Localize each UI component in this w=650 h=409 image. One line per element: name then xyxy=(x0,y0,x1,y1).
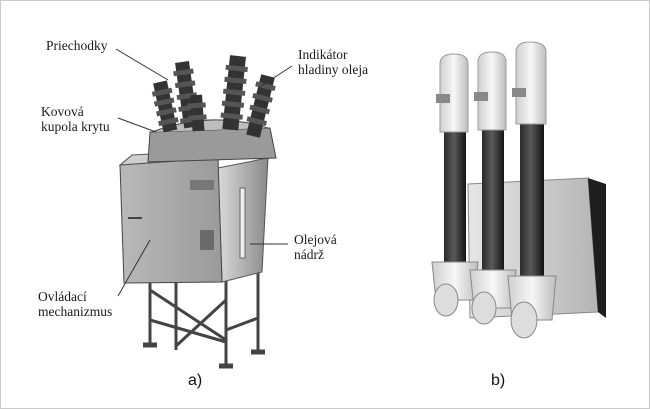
label-oil-tank-line2: nádrž xyxy=(294,247,324,262)
bushings xyxy=(151,55,276,138)
label-oil-level-indicator-line1: Indikátor xyxy=(298,47,348,62)
label-oil-level-indicator-line2: hladiny oleja xyxy=(298,62,369,77)
label-metal-cover-dome: Kovová kupola krytu xyxy=(41,104,110,134)
support-frame xyxy=(143,258,265,369)
label-bushings: Priechodky xyxy=(46,38,108,53)
label-oil-tank: Olejová nádrž xyxy=(294,232,337,262)
label-operating-mechanism-line1: Ovládací xyxy=(38,289,87,304)
label-oil-tank-line1: Olejová xyxy=(294,232,337,247)
oil-circuit-breaker-drawing xyxy=(115,48,293,369)
pole-2 xyxy=(469,51,517,325)
oil-level-gauge xyxy=(239,187,246,259)
mechanism-box xyxy=(119,157,223,284)
label-oil-level-indicator: Indikátor hladiny oleja xyxy=(298,47,368,77)
label-metal-cover-dome-line2: kupola krytu xyxy=(41,119,110,134)
vacuum-circuit-breaker-drawing xyxy=(431,41,606,339)
pole-3 xyxy=(507,41,557,339)
leader-lines xyxy=(115,48,293,297)
caption-panel-b: b) xyxy=(491,372,506,389)
pole-1 xyxy=(431,53,479,317)
caption-panel-a: a) xyxy=(188,372,203,389)
label-metal-cover-dome-line1: Kovová xyxy=(41,104,84,119)
label-operating-mechanism: Ovládací mechanizmus xyxy=(38,289,112,319)
label-operating-mechanism-line2: mechanizmus xyxy=(38,304,113,319)
